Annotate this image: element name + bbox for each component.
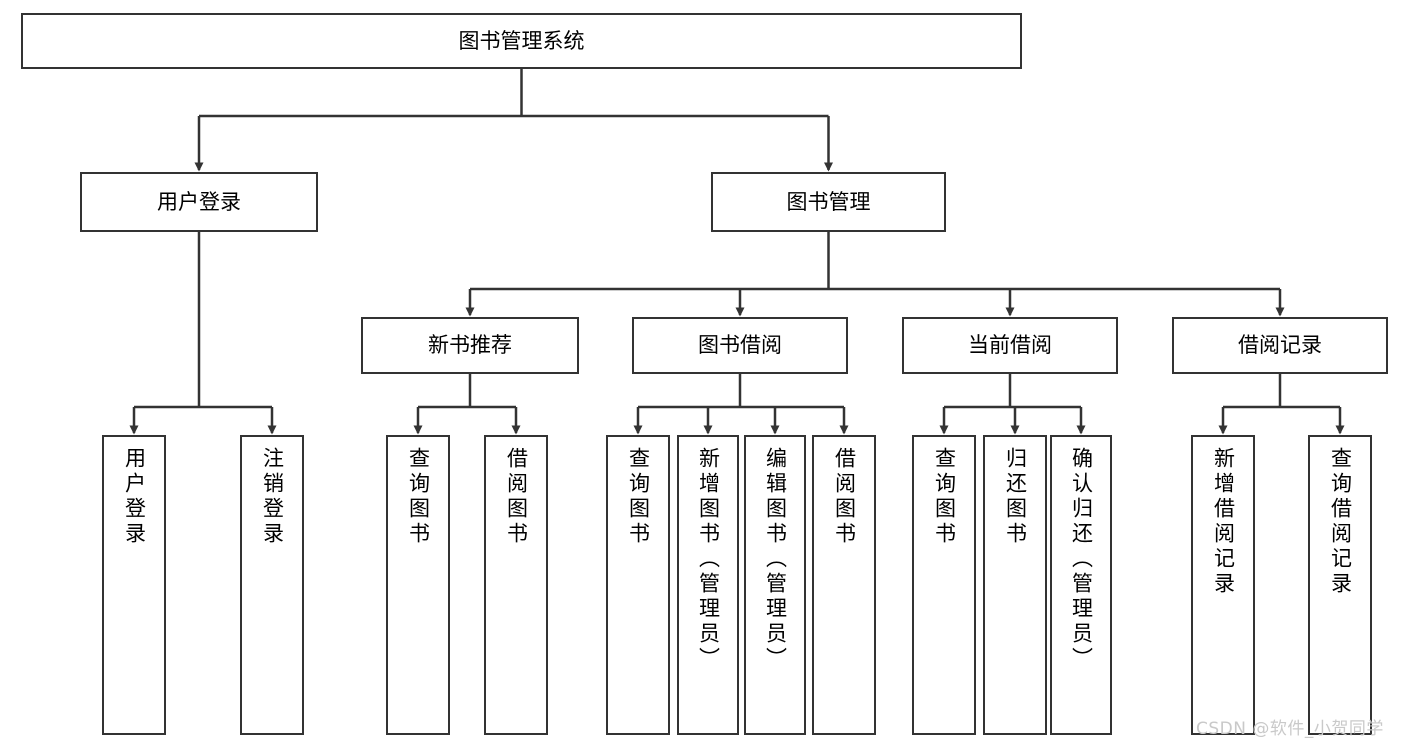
node-records[interactable]: 借阅记录 [1172, 317, 1388, 374]
node-label: 当前借阅 [968, 333, 1052, 358]
node-leaf-4[interactable]: 借阅图书 [484, 435, 548, 735]
node-label: 新增图书（管理员） [696, 447, 721, 672]
node-label: 查询图书 [932, 447, 957, 547]
node-label: 查询图书 [626, 447, 651, 547]
node-label: 借阅图书 [832, 447, 857, 547]
node-leaf-6[interactable]: 新增图书（管理员） [677, 435, 739, 735]
node-label: 注销登录 [260, 447, 285, 547]
node-leaf-3[interactable]: 查询图书 [386, 435, 450, 735]
node-label: 借阅图书 [504, 447, 529, 547]
node-leaf-7[interactable]: 编辑图书（管理员） [744, 435, 806, 735]
node-label: 图书管理系统 [458, 28, 585, 53]
node-label: 借阅记录 [1238, 333, 1322, 358]
node-newbook[interactable]: 新书推荐 [361, 317, 579, 374]
node-leaf-10[interactable]: 归还图书 [983, 435, 1047, 735]
node-current[interactable]: 当前借阅 [902, 317, 1118, 374]
node-leaf-11[interactable]: 确认归还（管理员） [1050, 435, 1112, 735]
node-borrow[interactable]: 图书借阅 [632, 317, 848, 374]
node-label: 新书推荐 [428, 333, 512, 358]
node-leaf-1[interactable]: 用户登录 [102, 435, 166, 735]
node-label: 新增借阅记录 [1211, 447, 1236, 597]
node-bookmgmt[interactable]: 图书管理 [711, 172, 946, 232]
node-leaf-5[interactable]: 查询图书 [606, 435, 670, 735]
node-label: 确认归还（管理员） [1069, 447, 1094, 672]
node-label: 用户登录 [157, 189, 241, 214]
node-label: 编辑图书（管理员） [763, 447, 788, 672]
node-leaf-9[interactable]: 查询图书 [912, 435, 976, 735]
node-leaf-2[interactable]: 注销登录 [240, 435, 304, 735]
node-label: 图书管理 [786, 189, 871, 214]
node-label: 用户登录 [122, 447, 147, 547]
node-leaf-8[interactable]: 借阅图书 [812, 435, 876, 735]
node-leaf-13[interactable]: 查询借阅记录 [1308, 435, 1372, 735]
node-label: 查询图书 [406, 447, 431, 547]
node-label: 查询借阅记录 [1328, 447, 1353, 597]
node-leaf-12[interactable]: 新增借阅记录 [1191, 435, 1255, 735]
watermark: CSDN @软件_小贺同学 [1196, 719, 1384, 739]
node-label: 图书借阅 [698, 333, 782, 358]
node-label: 归还图书 [1003, 447, 1028, 547]
node-login[interactable]: 用户登录 [80, 172, 318, 232]
edges [129, 69, 1345, 435]
node-root[interactable]: 图书管理系统 [21, 13, 1022, 69]
